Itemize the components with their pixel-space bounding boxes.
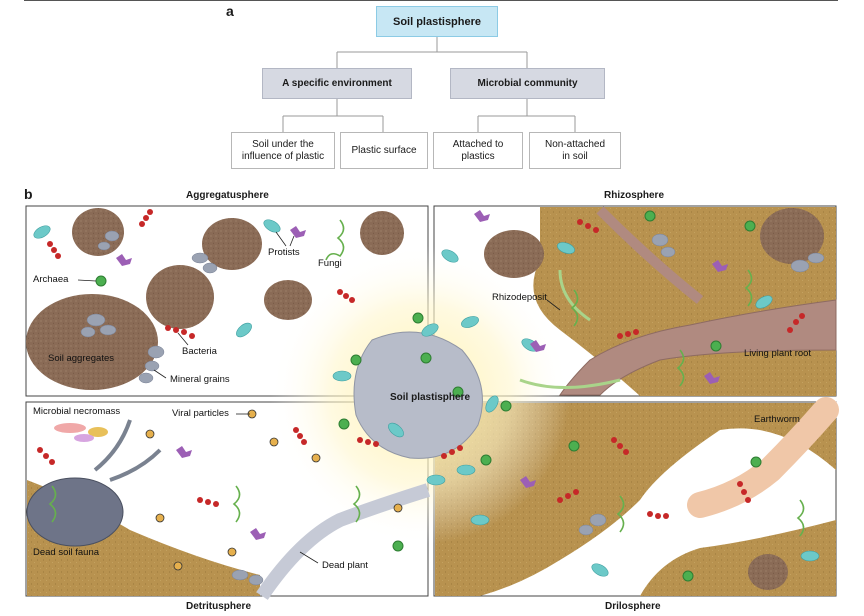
node-attached-to-plastics: Attached to plastics xyxy=(433,132,523,169)
microbes-cyan xyxy=(33,219,820,577)
title-rhizosphere: Rhizosphere xyxy=(604,190,665,201)
label-fungi: Fungi xyxy=(318,258,342,269)
bacteria-chains xyxy=(37,209,805,519)
aggregate xyxy=(146,265,214,329)
label-microbial-necromass: Microbial necromass xyxy=(33,406,121,417)
aggregate xyxy=(264,280,312,320)
viral-particles xyxy=(145,409,403,571)
title-detritusphere: Detritusphere xyxy=(186,601,252,612)
aggregate xyxy=(72,208,124,256)
node-specific-environment: A specific environment xyxy=(262,68,412,99)
label-archaea: Archaea xyxy=(33,274,69,285)
node-non-attached-in-soil: Non-attached in soil xyxy=(529,132,621,169)
node-plastic-surface: Plastic surface xyxy=(340,132,428,169)
top-rule xyxy=(24,0,838,1)
leader-lines xyxy=(77,231,561,564)
fungi xyxy=(48,219,805,537)
dead-twigs xyxy=(93,419,162,482)
label-bacteria: Bacteria xyxy=(182,346,217,357)
aggregate xyxy=(202,218,262,270)
rhizodeposit-strands xyxy=(519,269,621,389)
title-drilosphere: Drilosphere xyxy=(605,601,661,612)
label-viral-particles: Viral particles xyxy=(172,408,229,419)
label-earthworm: Earthworm xyxy=(754,414,800,425)
label-soil-plastisphere: Soil plastisphere xyxy=(390,392,471,403)
label-mineral-grains: Mineral grains xyxy=(170,374,230,385)
aggregate xyxy=(484,230,544,278)
label-living-plant-root: Living plant root xyxy=(744,348,812,359)
aggregate xyxy=(760,208,824,264)
dead-plant xyxy=(256,483,431,600)
title-aggregatusphere: Aggregatusphere xyxy=(186,190,269,201)
label-dead-plant: Dead plant xyxy=(322,560,368,571)
label-rhizodeposit: Rhizodeposit xyxy=(492,292,547,303)
root-branch xyxy=(596,206,704,304)
microbial-necromass xyxy=(54,423,108,442)
dead-soil-fauna xyxy=(26,477,124,547)
aggregate xyxy=(360,211,404,255)
node-soil-under-plastic: Soil under the influence of plastic xyxy=(231,132,335,169)
protists xyxy=(116,210,728,540)
label-dead-soil-fauna: Dead soil fauna xyxy=(33,547,100,558)
label-protists: Protists xyxy=(268,247,300,258)
living-plant-root xyxy=(559,299,837,396)
earthworm xyxy=(687,397,839,518)
label-soil-aggregates: Soil aggregates xyxy=(48,353,115,364)
node-microbial-community: Microbial community xyxy=(450,68,605,99)
node-soil-plastisphere: Soil plastisphere xyxy=(376,6,498,37)
aggregate xyxy=(748,554,788,590)
mineral-grains xyxy=(80,230,825,586)
panel-b-letter: b xyxy=(24,186,33,202)
aggregate xyxy=(26,294,158,390)
panel-a-letter: a xyxy=(226,3,234,19)
archaea-cells xyxy=(95,210,762,582)
tree-connectors xyxy=(282,37,576,132)
